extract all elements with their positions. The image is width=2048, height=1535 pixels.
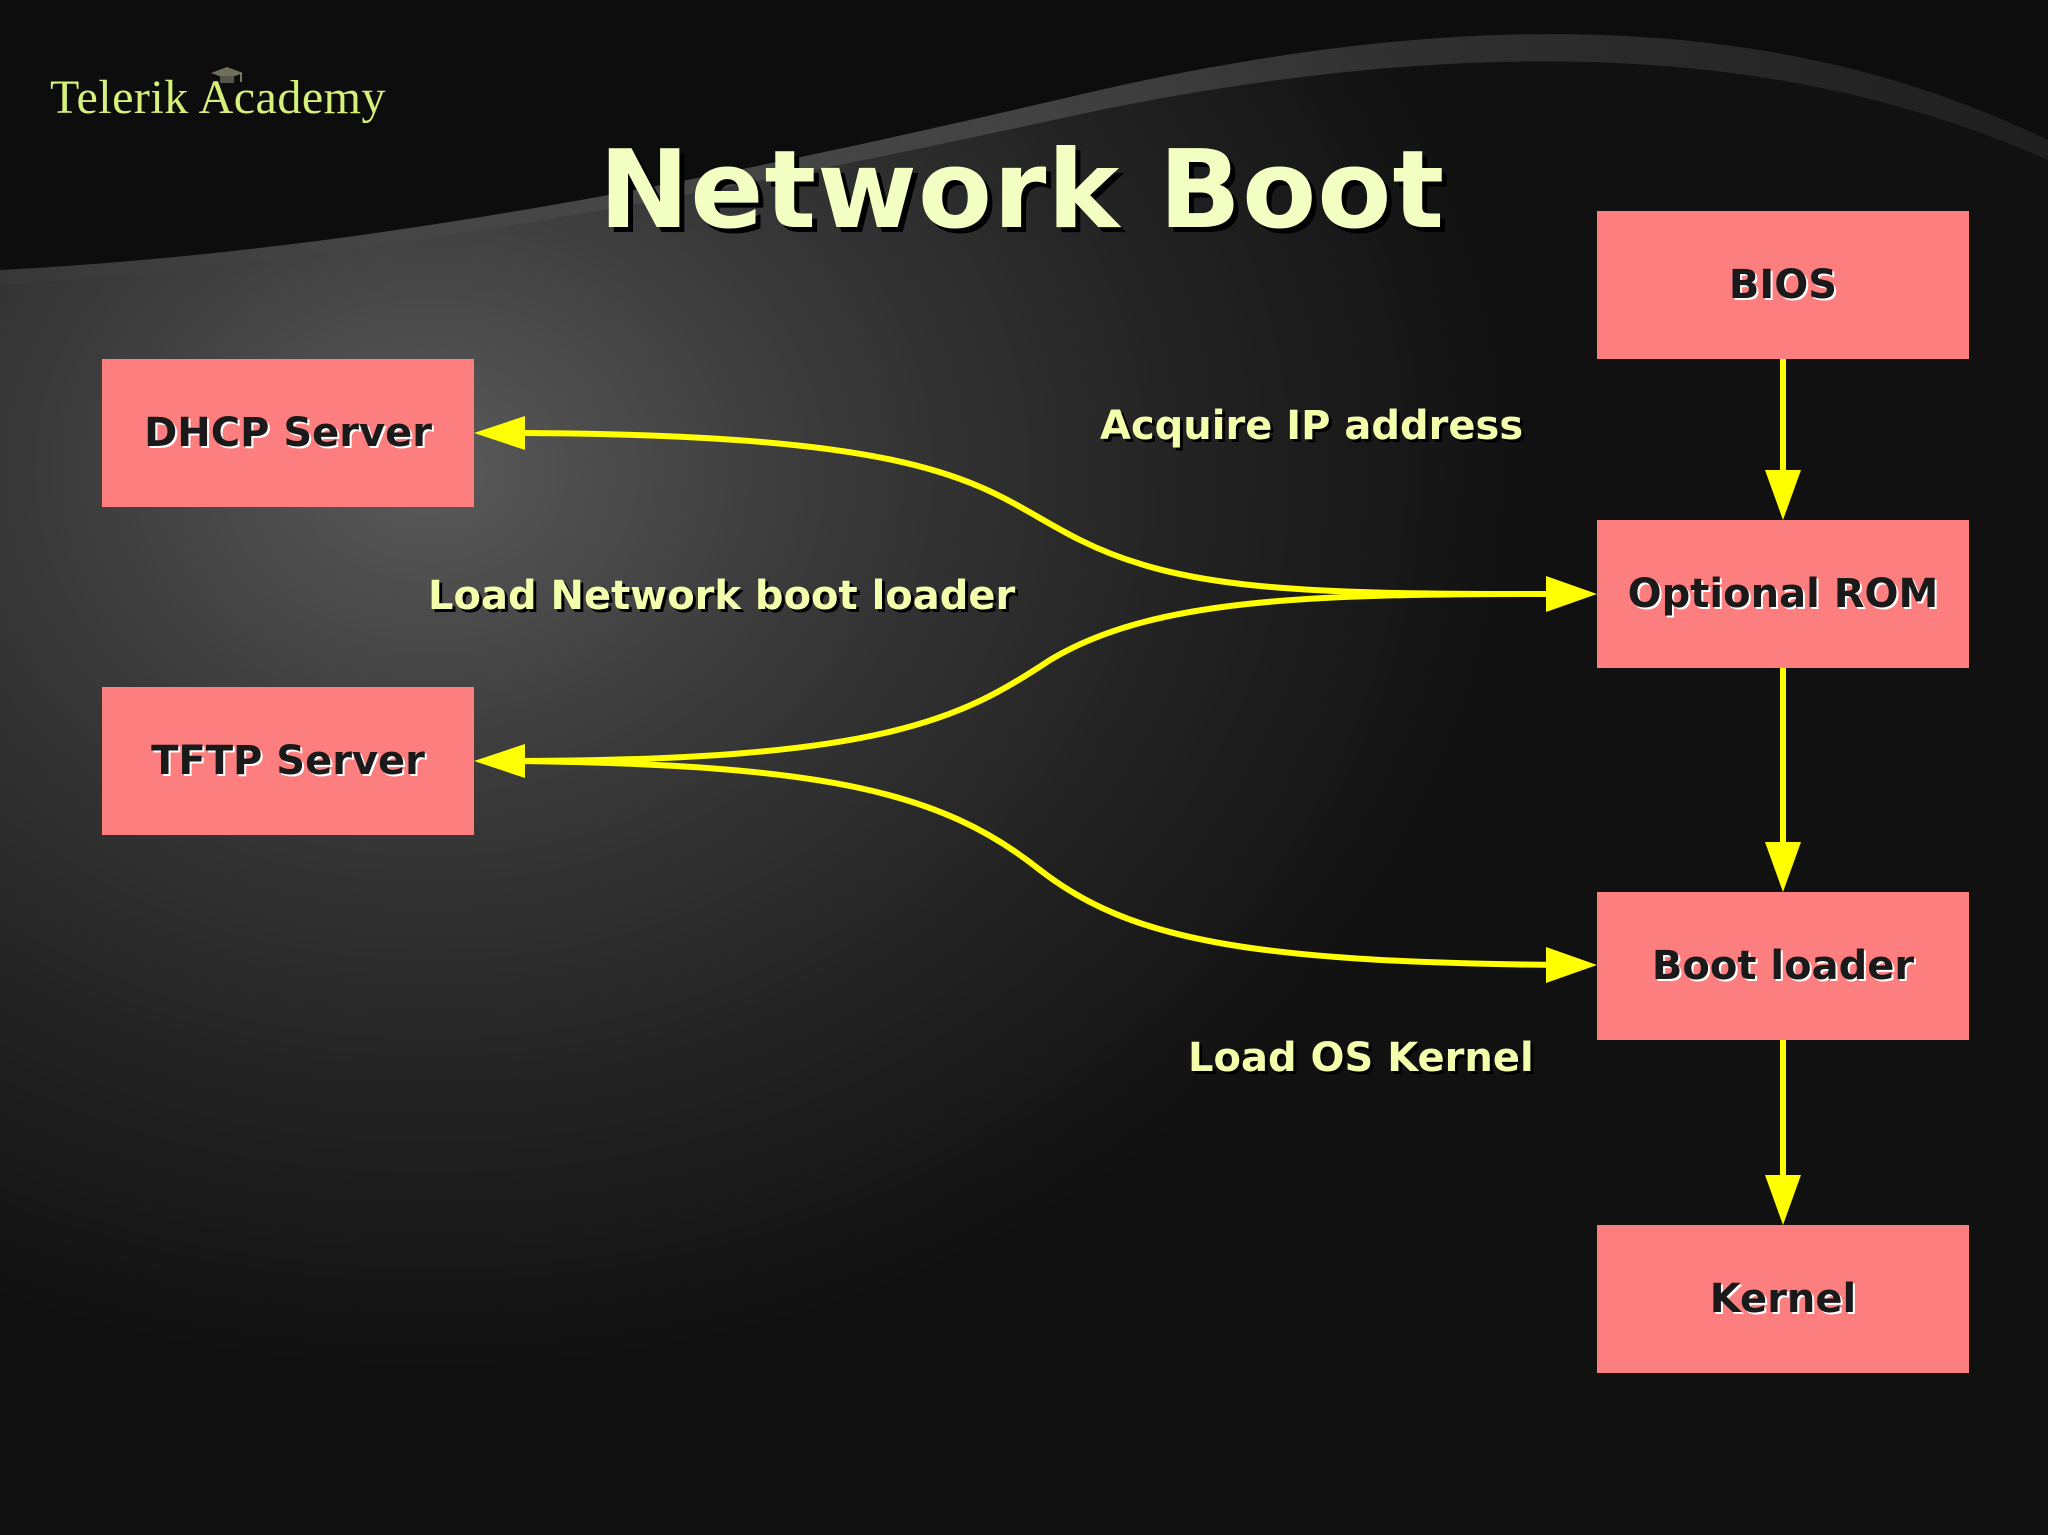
header-swoosh (0, 0, 2048, 285)
node-kernel-label: Kernel (1709, 1276, 1857, 1322)
node-kernel: Kernel (1597, 1225, 1969, 1373)
node-boot-loader-label: Boot loader (1651, 943, 1915, 989)
node-optional-rom-label: Optional ROM (1627, 571, 1939, 617)
node-boot-loader: Boot loader (1597, 892, 1969, 1040)
node-tftp-server-label: TFTP Server (151, 738, 425, 784)
edge-label-load-network-boot-loader: Load Network boot loader (428, 573, 1016, 619)
arrow-optional-rom-to-boot-loader (1765, 667, 1801, 892)
node-dhcp-server-label: DHCP Server (144, 410, 432, 456)
node-tftp-server: TFTP Server (102, 687, 474, 835)
edge-label-acquire-ip: Acquire IP address (1100, 403, 1524, 449)
arrow-optional-rom-to-tftp-server (474, 591, 1541, 778)
node-bios: BIOS (1597, 211, 1969, 359)
edge-label-load-os-kernel: Load OS Kernel (1188, 1035, 1534, 1081)
graduation-cap-icon (211, 67, 243, 83)
arrow-into-optional-rom (1500, 576, 1597, 612)
arrow-optional-rom-to-dhcp-server (474, 416, 1541, 597)
arrow-boot-loader-to-kernel (1765, 1039, 1801, 1225)
arrow-bios-to-optional-rom (1765, 358, 1801, 520)
slide-title: Network Boot (598, 128, 1446, 253)
arrow-tftp-server-to-boot-loader (519, 758, 1597, 983)
telerik-academy-logo: Telerik Academy (50, 71, 386, 124)
node-bios-label: BIOS (1728, 262, 1838, 308)
node-optional-rom: Optional ROM (1597, 520, 1969, 668)
node-dhcp-server: DHCP Server (102, 359, 474, 507)
